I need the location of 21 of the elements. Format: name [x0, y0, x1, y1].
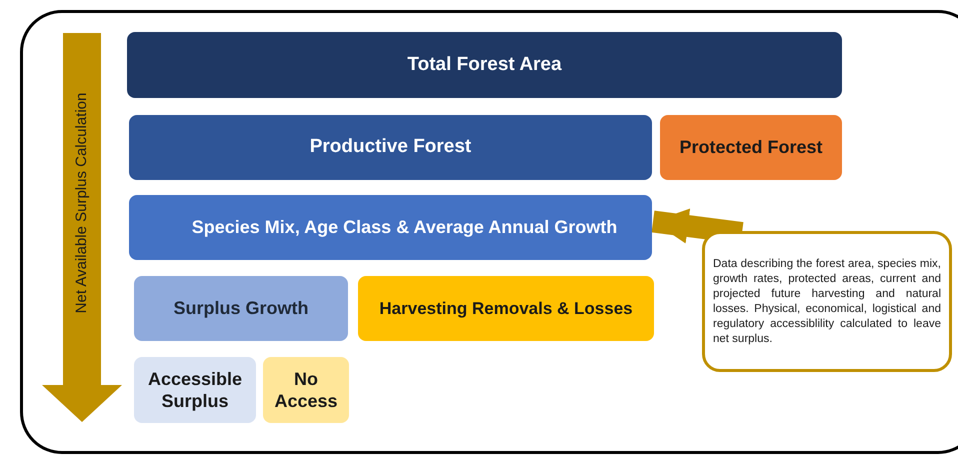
box-label: Harvesting Removals & Losses — [379, 298, 633, 320]
box-label: No Access — [273, 368, 339, 412]
box-label: Accessible Surplus — [146, 368, 244, 412]
process-box — [358, 276, 654, 341]
arrow-label: Net Available Surplus Calculation — [72, 92, 91, 314]
box-label: Surplus Growth — [174, 297, 308, 320]
note-box — [702, 231, 952, 372]
process-box — [134, 357, 256, 423]
process-box — [129, 115, 652, 180]
down-arrow — [42, 33, 122, 422]
process-box — [129, 195, 652, 260]
block-arrow — [652, 208, 744, 244]
process-box — [263, 357, 349, 423]
box-label: Total Forest Area — [407, 52, 562, 77]
process-box — [660, 115, 842, 180]
note-text: Data describing the forest area, species mix, growth rates, protected areas, current and projected future harvesting and natural losses. Physical, economical, logistical and regulatory accessiblility calculated to leave net surplus. — [713, 256, 941, 346]
box-label: Protected Forest — [679, 136, 823, 159]
box-label: Species Mix, Age Class & Average Annual Growth — [190, 216, 618, 239]
process-box — [127, 32, 842, 98]
process-box — [134, 276, 348, 341]
box-label: Productive Forest — [310, 135, 472, 160]
